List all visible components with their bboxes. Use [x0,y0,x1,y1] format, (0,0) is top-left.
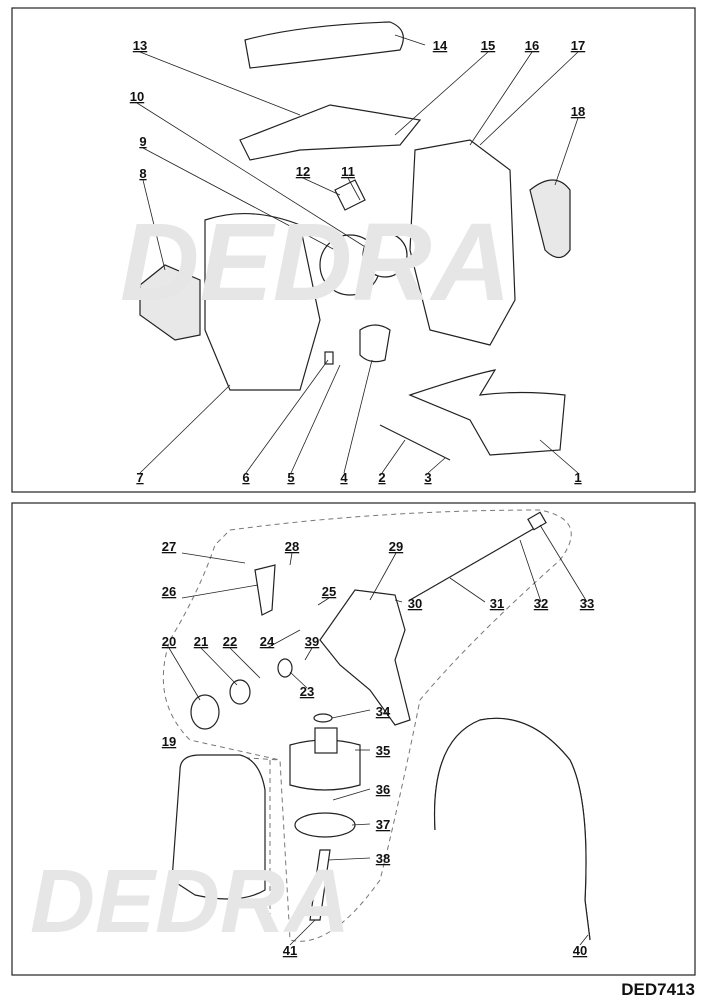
label-4: 4 [340,470,348,485]
part-13-bracket [239,104,422,161]
outline-dashed [162,509,572,942]
label-6: 6 [242,470,249,485]
part-8-grille [139,264,201,341]
part-35-stem [314,727,338,754]
label-27: 27 [162,539,176,554]
label-36: 36 [376,782,390,797]
label-37: 37 [376,817,390,832]
top-leader-lines [136,34,579,474]
part-4-valve [359,324,391,363]
part-10-motor [362,232,408,278]
label-15: 15 [481,38,495,53]
part-34-oring [313,713,333,723]
part-35-lid [289,739,361,791]
model-code: DED7413 [621,980,695,999]
watermark-bottom: DEDRA [30,852,350,952]
top-labels: 13 14 15 16 17 10 18 9 8 12 11 7 6 5 4 2… [130,38,585,485]
label-7: 7 [136,470,143,485]
top-panel [11,7,696,493]
label-40: 40 [573,943,587,958]
label-8: 8 [139,166,146,181]
part-2-3-pin [379,424,451,461]
part-23-seal [277,658,293,678]
label-38: 38 [376,851,390,866]
label-35: 35 [376,743,390,758]
part-38-tube [309,849,331,921]
label-9: 9 [139,134,146,149]
label-34: 34 [376,704,391,719]
part-29-gun-body [319,589,411,726]
part-20-nut [190,694,220,730]
watermark-top: DEDRA [120,201,511,324]
label-20: 20 [162,634,176,649]
label-13: 13 [133,38,147,53]
label-21: 21 [194,634,208,649]
part-1-stand [408,369,566,456]
label-26: 26 [162,584,176,599]
label-12: 12 [296,164,310,179]
part-12-switch [334,179,366,211]
label-14: 14 [433,38,448,53]
label-28: 28 [285,539,299,554]
part-19-container [171,754,266,900]
part-14-cover [244,21,404,69]
part-26-trigger-lever [254,564,276,616]
label-25: 25 [322,584,336,599]
label-31: 31 [490,596,504,611]
top-parts [139,21,571,461]
part-37-gasket [294,812,356,838]
part-6 [324,351,334,365]
label-23: 23 [300,684,314,699]
part-7-housing [204,213,321,391]
bottom-parts [162,509,591,942]
bottom-panel [11,502,696,976]
label-22: 22 [223,634,237,649]
label-10: 10 [130,89,144,104]
label-29: 29 [389,539,403,554]
label-1: 1 [574,470,581,485]
part-16-housing [409,139,516,346]
part-31-rod [409,524,541,601]
label-16: 16 [525,38,539,53]
label-3: 3 [424,470,431,485]
label-2: 2 [378,470,385,485]
part-21-nozzle [229,679,251,705]
label-18: 18 [571,104,585,119]
label-30: 30 [408,596,422,611]
label-33: 33 [580,596,594,611]
part-40-hose-inner [433,717,591,941]
label-19: 19 [162,734,176,749]
label-41: 41 [283,943,297,958]
label-17: 17 [571,38,585,53]
label-11: 11 [341,164,355,179]
part-33-cap [527,511,547,531]
label-24: 24 [260,634,275,649]
label-32: 32 [534,596,548,611]
label-5: 5 [287,470,294,485]
bottom-leader-lines [168,524,589,946]
label-39: 39 [305,634,319,649]
bottom-labels: 27 28 29 26 25 30 31 32 33 20 21 22 24 3… [162,539,594,958]
part-18-grille [529,179,571,259]
